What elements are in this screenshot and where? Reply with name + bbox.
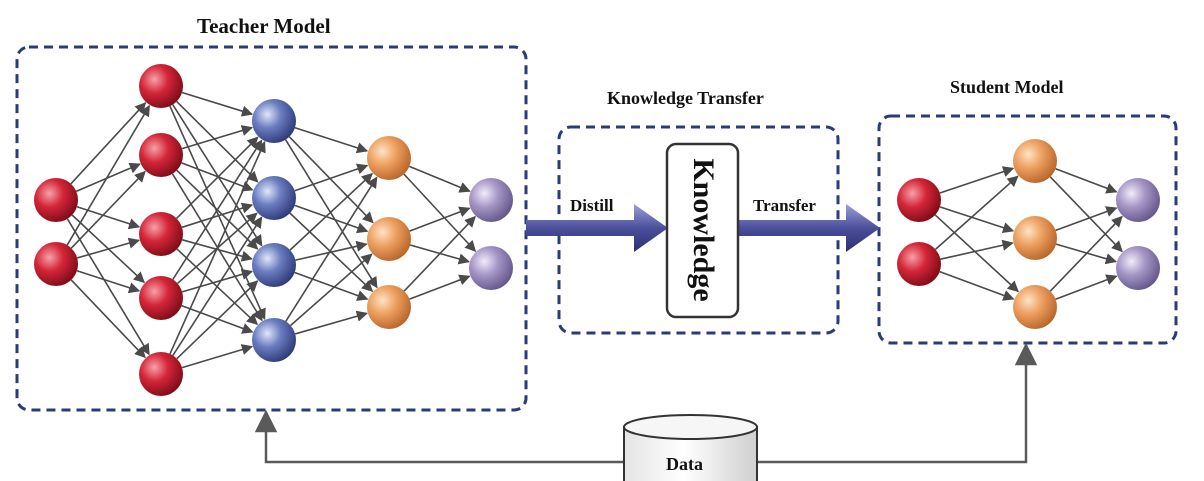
teacher-connection bbox=[294, 163, 369, 192]
transfer-arrow bbox=[738, 204, 880, 252]
student-neuron bbox=[1013, 285, 1057, 329]
teacher-neuron bbox=[34, 242, 78, 286]
teacher-connection bbox=[172, 139, 263, 280]
teacher-connection bbox=[289, 172, 373, 251]
teacher-connection bbox=[76, 270, 141, 294]
teacher-connection bbox=[295, 240, 368, 261]
teacher-neuron bbox=[139, 352, 183, 396]
student-connection bbox=[1055, 168, 1118, 194]
teacher-connection bbox=[181, 202, 254, 229]
transfer-label: Transfer bbox=[753, 196, 816, 215]
data-flow-lines bbox=[254, 342, 1038, 464]
teacher-connection bbox=[294, 310, 368, 335]
teacher-connection bbox=[181, 91, 254, 117]
teacher-connection bbox=[294, 126, 369, 154]
teacher-connection bbox=[409, 274, 471, 300]
student-connection bbox=[940, 239, 1014, 260]
student-connection bbox=[1055, 206, 1118, 232]
teacher-connection bbox=[181, 268, 253, 293]
student-connection bbox=[939, 270, 1015, 301]
student-neuron bbox=[1116, 178, 1160, 222]
teacher-neuron bbox=[139, 276, 183, 320]
teacher-connection bbox=[181, 304, 254, 334]
student-connection bbox=[939, 206, 1015, 234]
teacher-neuron bbox=[34, 178, 78, 222]
teacher-connection bbox=[176, 280, 259, 360]
teacher-neuron bbox=[139, 64, 183, 108]
teacher-neuron bbox=[469, 178, 513, 222]
teacher-neuron bbox=[252, 99, 296, 143]
teacher-connection bbox=[285, 176, 378, 322]
student-connection bbox=[1055, 274, 1118, 300]
student-neuron bbox=[897, 242, 941, 286]
teacher-model-title: Teacher Model bbox=[197, 14, 331, 38]
teacher-connection bbox=[66, 218, 150, 356]
teacher-edges bbox=[66, 91, 477, 369]
student-connection bbox=[1049, 176, 1123, 253]
teacher-connection bbox=[70, 170, 146, 249]
teacher-neuron bbox=[139, 212, 183, 256]
teacher-connection bbox=[176, 100, 259, 183]
teacher-connection bbox=[70, 279, 146, 359]
teacher-connection bbox=[409, 206, 471, 232]
teacher-connection bbox=[403, 215, 476, 292]
teacher-neuron bbox=[469, 246, 513, 290]
teacher-connection bbox=[181, 344, 254, 369]
teacher-connection bbox=[409, 165, 471, 193]
teacher-connection bbox=[403, 173, 477, 252]
student-neuron bbox=[1013, 216, 1057, 260]
teacher-neuron bbox=[139, 133, 183, 177]
student-neuron bbox=[1116, 246, 1160, 290]
teacher-neuron bbox=[367, 136, 411, 180]
teacher-connection bbox=[75, 162, 141, 193]
teacher-connection bbox=[175, 136, 259, 220]
teacher-connection bbox=[169, 140, 266, 355]
teacher-connection bbox=[181, 162, 254, 192]
teacher-neuron bbox=[252, 176, 296, 220]
teacher-connection bbox=[172, 216, 263, 356]
teacher-neuron bbox=[367, 285, 411, 329]
teacher-connection bbox=[294, 271, 369, 301]
student-neuron bbox=[897, 178, 941, 222]
teacher-neuron bbox=[367, 217, 411, 261]
student-connection bbox=[934, 214, 1019, 293]
student-nodes bbox=[897, 139, 1160, 329]
distill-label: Distill bbox=[570, 196, 614, 215]
teacher-connection bbox=[181, 125, 254, 150]
student-neuron bbox=[1013, 139, 1057, 183]
student-edges bbox=[934, 166, 1123, 301]
teacher-connection bbox=[70, 102, 147, 185]
student-connection bbox=[1049, 215, 1123, 292]
data-label: Data bbox=[666, 454, 703, 474]
knowledge-box bbox=[665, 142, 740, 319]
teacher-connection bbox=[172, 104, 263, 247]
student-connection bbox=[934, 175, 1019, 250]
teacher-neuron bbox=[252, 318, 296, 362]
teacher-neuron bbox=[252, 243, 296, 287]
knowledge-label: Knowledge bbox=[687, 158, 720, 302]
teacher-nodes bbox=[34, 64, 513, 396]
data-cylinder-icon bbox=[623, 414, 758, 481]
knowledge-transfer-title: Knowledge Transfer bbox=[607, 88, 764, 108]
teacher-connection bbox=[66, 104, 151, 246]
teacher-connection bbox=[290, 253, 373, 327]
teacher-connection bbox=[294, 204, 369, 234]
student-model-title: Student Model bbox=[950, 77, 1064, 97]
teacher-connection bbox=[288, 136, 374, 224]
teacher-connection bbox=[76, 237, 140, 259]
distill-arrow bbox=[526, 204, 668, 252]
student-connection bbox=[939, 166, 1015, 194]
